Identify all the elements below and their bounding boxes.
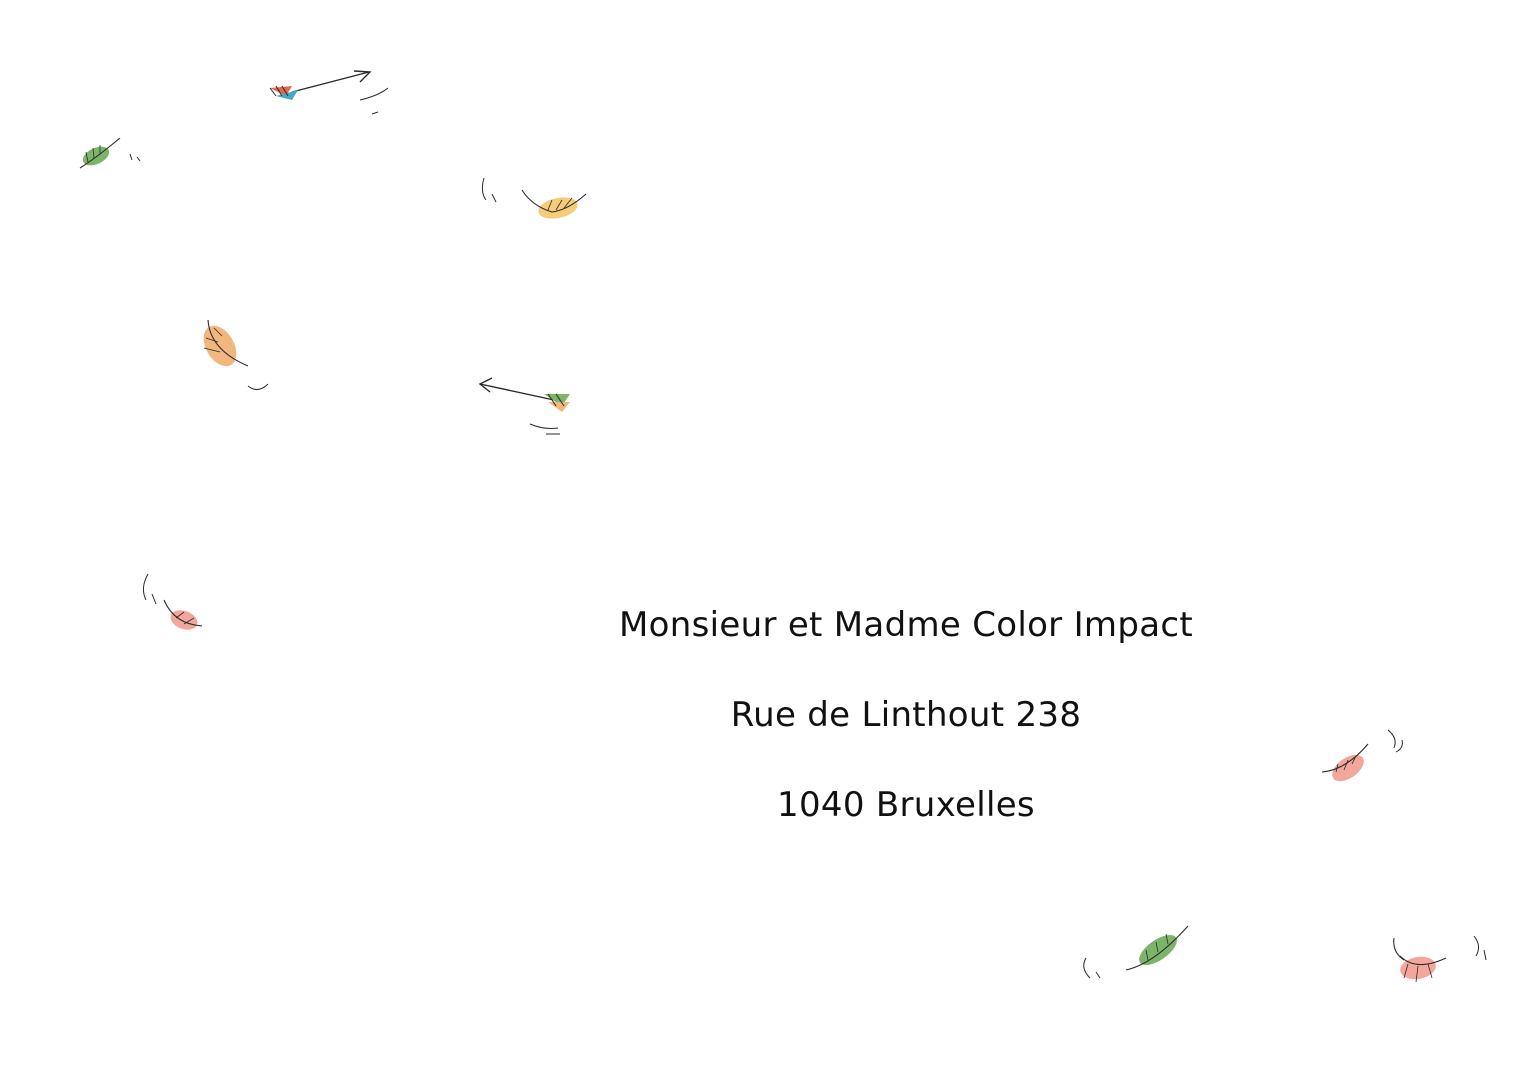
recipient-name: Monsieur et Madme Color Impact <box>619 605 1193 645</box>
leaf-icon <box>1083 925 1189 979</box>
leaf-icon <box>1393 935 1487 983</box>
leaf-icon <box>142 573 203 630</box>
arrow-icon <box>269 70 389 115</box>
leaf-icon <box>203 319 269 390</box>
city-line: 1040 Bruxelles <box>777 785 1035 825</box>
arrow-icon <box>478 377 570 435</box>
leaf-icon <box>79 137 141 169</box>
leaf-icon <box>481 177 587 219</box>
leaf-icon <box>1321 729 1403 782</box>
recipient-address: Monsieur et Madme Color Impact Rue de Li… <box>619 580 1193 850</box>
street-line: Rue de Linthout 238 <box>730 695 1082 735</box>
